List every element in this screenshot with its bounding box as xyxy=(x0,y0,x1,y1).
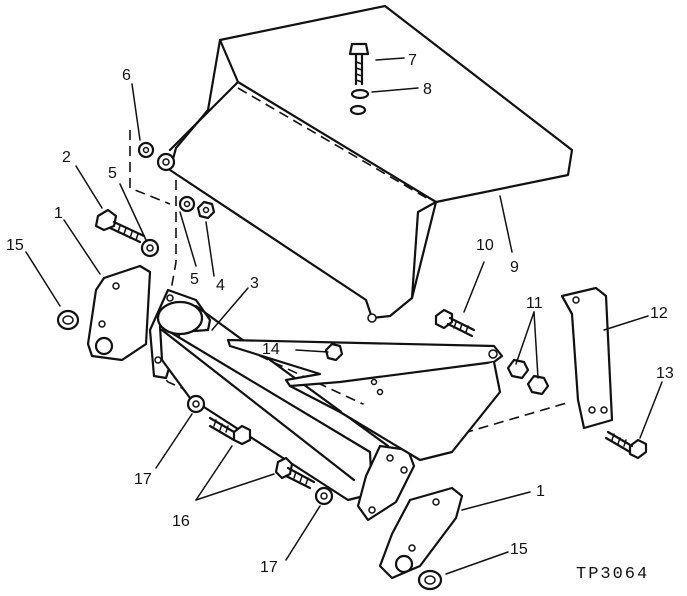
callout-16: 16 xyxy=(172,513,190,530)
washer-17-right xyxy=(314,486,334,506)
callout-2: 2 xyxy=(62,149,71,166)
callout-13: 13 xyxy=(656,365,674,382)
bolt-16-upper xyxy=(208,416,252,446)
callout-14: 14 xyxy=(262,341,280,358)
washer-5-upper xyxy=(178,195,196,213)
washer-15-right xyxy=(417,569,443,591)
callout-17-right: 17 xyxy=(260,559,278,576)
callout-10: 10 xyxy=(476,237,494,254)
bolt-2 xyxy=(94,208,146,244)
bolt-7 xyxy=(348,42,370,86)
washer-15-left xyxy=(56,309,80,331)
callout-12: 12 xyxy=(650,305,668,322)
callout-5-lower: 5 xyxy=(190,271,199,288)
bolt-10 xyxy=(434,308,476,338)
nut-4 xyxy=(196,200,216,220)
callout-15-right: 15 xyxy=(510,541,528,558)
plate-1-right xyxy=(378,486,464,580)
callout-labels: 7 8 6 2 5 1 15 5 4 3 9 10 11 12 13 14 17… xyxy=(6,52,674,576)
bolt-13 xyxy=(604,430,648,460)
leader-lines xyxy=(25,57,663,575)
callout-11: 11 xyxy=(526,295,543,312)
washer-8 xyxy=(349,88,370,116)
nut-11-lower xyxy=(526,374,550,396)
bracket-12 xyxy=(560,286,614,430)
callout-5-upper: 5 xyxy=(108,165,117,182)
washer-5-lower xyxy=(140,238,160,258)
nut-6 xyxy=(137,141,155,159)
bolt-16-lower xyxy=(274,456,316,490)
shield-guard xyxy=(156,4,574,323)
callout-1-right: 1 xyxy=(536,483,545,500)
washer-17-left xyxy=(186,394,206,414)
nut-14 xyxy=(324,342,344,362)
callout-1-left: 1 xyxy=(54,205,63,222)
callout-8: 8 xyxy=(423,81,432,98)
figure-code: TP3064 xyxy=(576,565,649,584)
callout-17-left: 17 xyxy=(134,471,152,488)
callout-4: 4 xyxy=(216,277,225,294)
tube-assembly xyxy=(148,288,504,522)
nut-11-upper xyxy=(506,358,530,380)
callout-9: 9 xyxy=(510,259,519,276)
callout-15-left: 15 xyxy=(6,237,24,254)
callout-6: 6 xyxy=(122,67,131,84)
plate-1-left xyxy=(86,264,152,362)
callout-7: 7 xyxy=(408,52,417,69)
callout-3: 3 xyxy=(250,275,259,292)
